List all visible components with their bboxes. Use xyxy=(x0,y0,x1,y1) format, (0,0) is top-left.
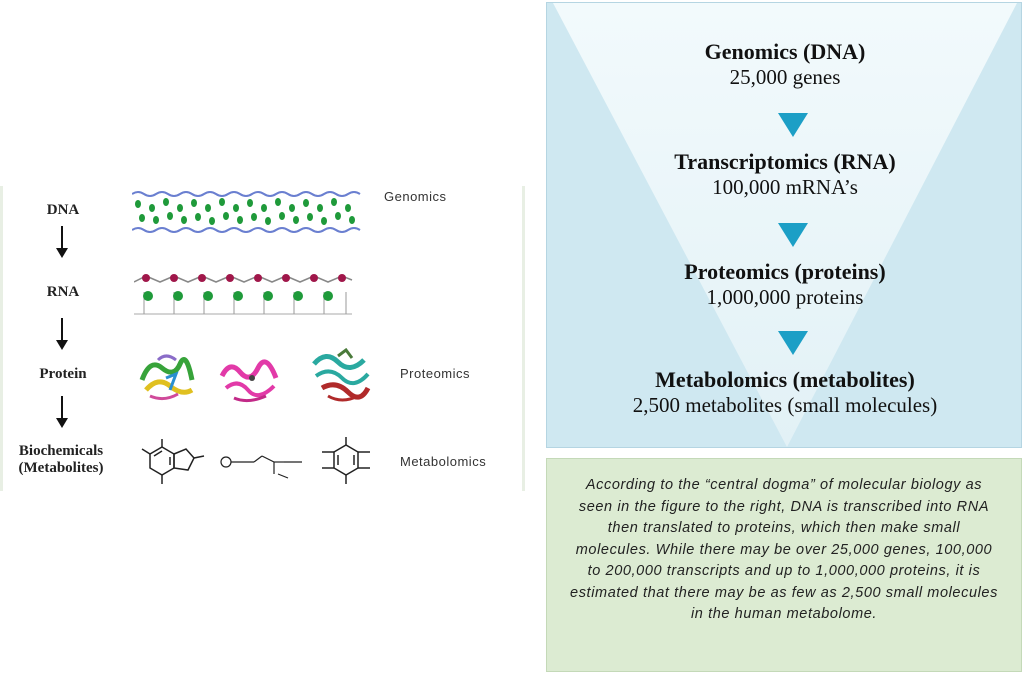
chemical-structure-icon xyxy=(220,455,302,479)
chemical-structure-icon xyxy=(322,437,370,484)
stage-label-rna: RNA xyxy=(46,284,80,300)
down-arrow-icon xyxy=(56,396,68,428)
level-title: Metabolomics (metabolites) xyxy=(655,367,915,392)
funnel-level-metabolomics: Metabolomics (metabolites) 2,500 metabol… xyxy=(547,367,1021,418)
chemical-structure-icon xyxy=(141,439,205,484)
side-label-genomics: Genomics xyxy=(384,189,447,204)
level-count: 25,000 genes xyxy=(729,65,841,89)
caption-box: According to the “central dogma” of mole… xyxy=(546,458,1022,672)
stage-label-dna: DNA xyxy=(46,202,80,218)
panel-edge xyxy=(0,186,3,491)
rna-strand-icon xyxy=(134,274,353,315)
protein-structure-icon xyxy=(312,348,371,402)
level-count: 1,000,000 proteins xyxy=(706,285,864,309)
down-triangle-icon xyxy=(778,331,808,355)
funnel-level-transcriptomics: Transcriptomics (RNA) 100,000 mRNA’s xyxy=(547,149,1021,200)
protein-structure-icon xyxy=(219,359,279,403)
omics-illustration-panel: DNA RNA Protein Biochemicals (Metabolite… xyxy=(0,186,525,491)
down-triangle-icon xyxy=(778,223,808,247)
down-triangle-icon xyxy=(778,113,808,137)
protein-structure-icon xyxy=(139,354,195,401)
level-title: Proteomics (proteins) xyxy=(684,259,886,284)
side-label-proteomics: Proteomics xyxy=(400,366,471,381)
down-arrow-icon xyxy=(56,226,68,258)
stage-label-metabolites: Biochemicals (Metabolites) xyxy=(18,443,104,476)
stage-label-protein: Protein xyxy=(39,366,87,382)
omics-funnel-panel: Genomics (DNA) 25,000 genes Transcriptom… xyxy=(546,2,1022,448)
funnel-level-genomics: Genomics (DNA) 25,000 genes xyxy=(547,39,1021,90)
level-count: 100,000 mRNA’s xyxy=(712,175,858,199)
down-arrow-icon xyxy=(56,318,68,350)
funnel-level-proteomics: Proteomics (proteins) 1,000,000 proteins xyxy=(547,259,1021,310)
dna-strand-icon xyxy=(132,191,361,233)
caption-text: According to the “central dogma” of mole… xyxy=(570,477,998,622)
level-count: 2,500 metabolites (small molecules) xyxy=(632,393,938,417)
level-title: Genomics (DNA) xyxy=(704,39,866,64)
level-title: Transcriptomics (RNA) xyxy=(674,149,896,174)
side-label-metabolomics: Metabolomics xyxy=(400,454,487,469)
